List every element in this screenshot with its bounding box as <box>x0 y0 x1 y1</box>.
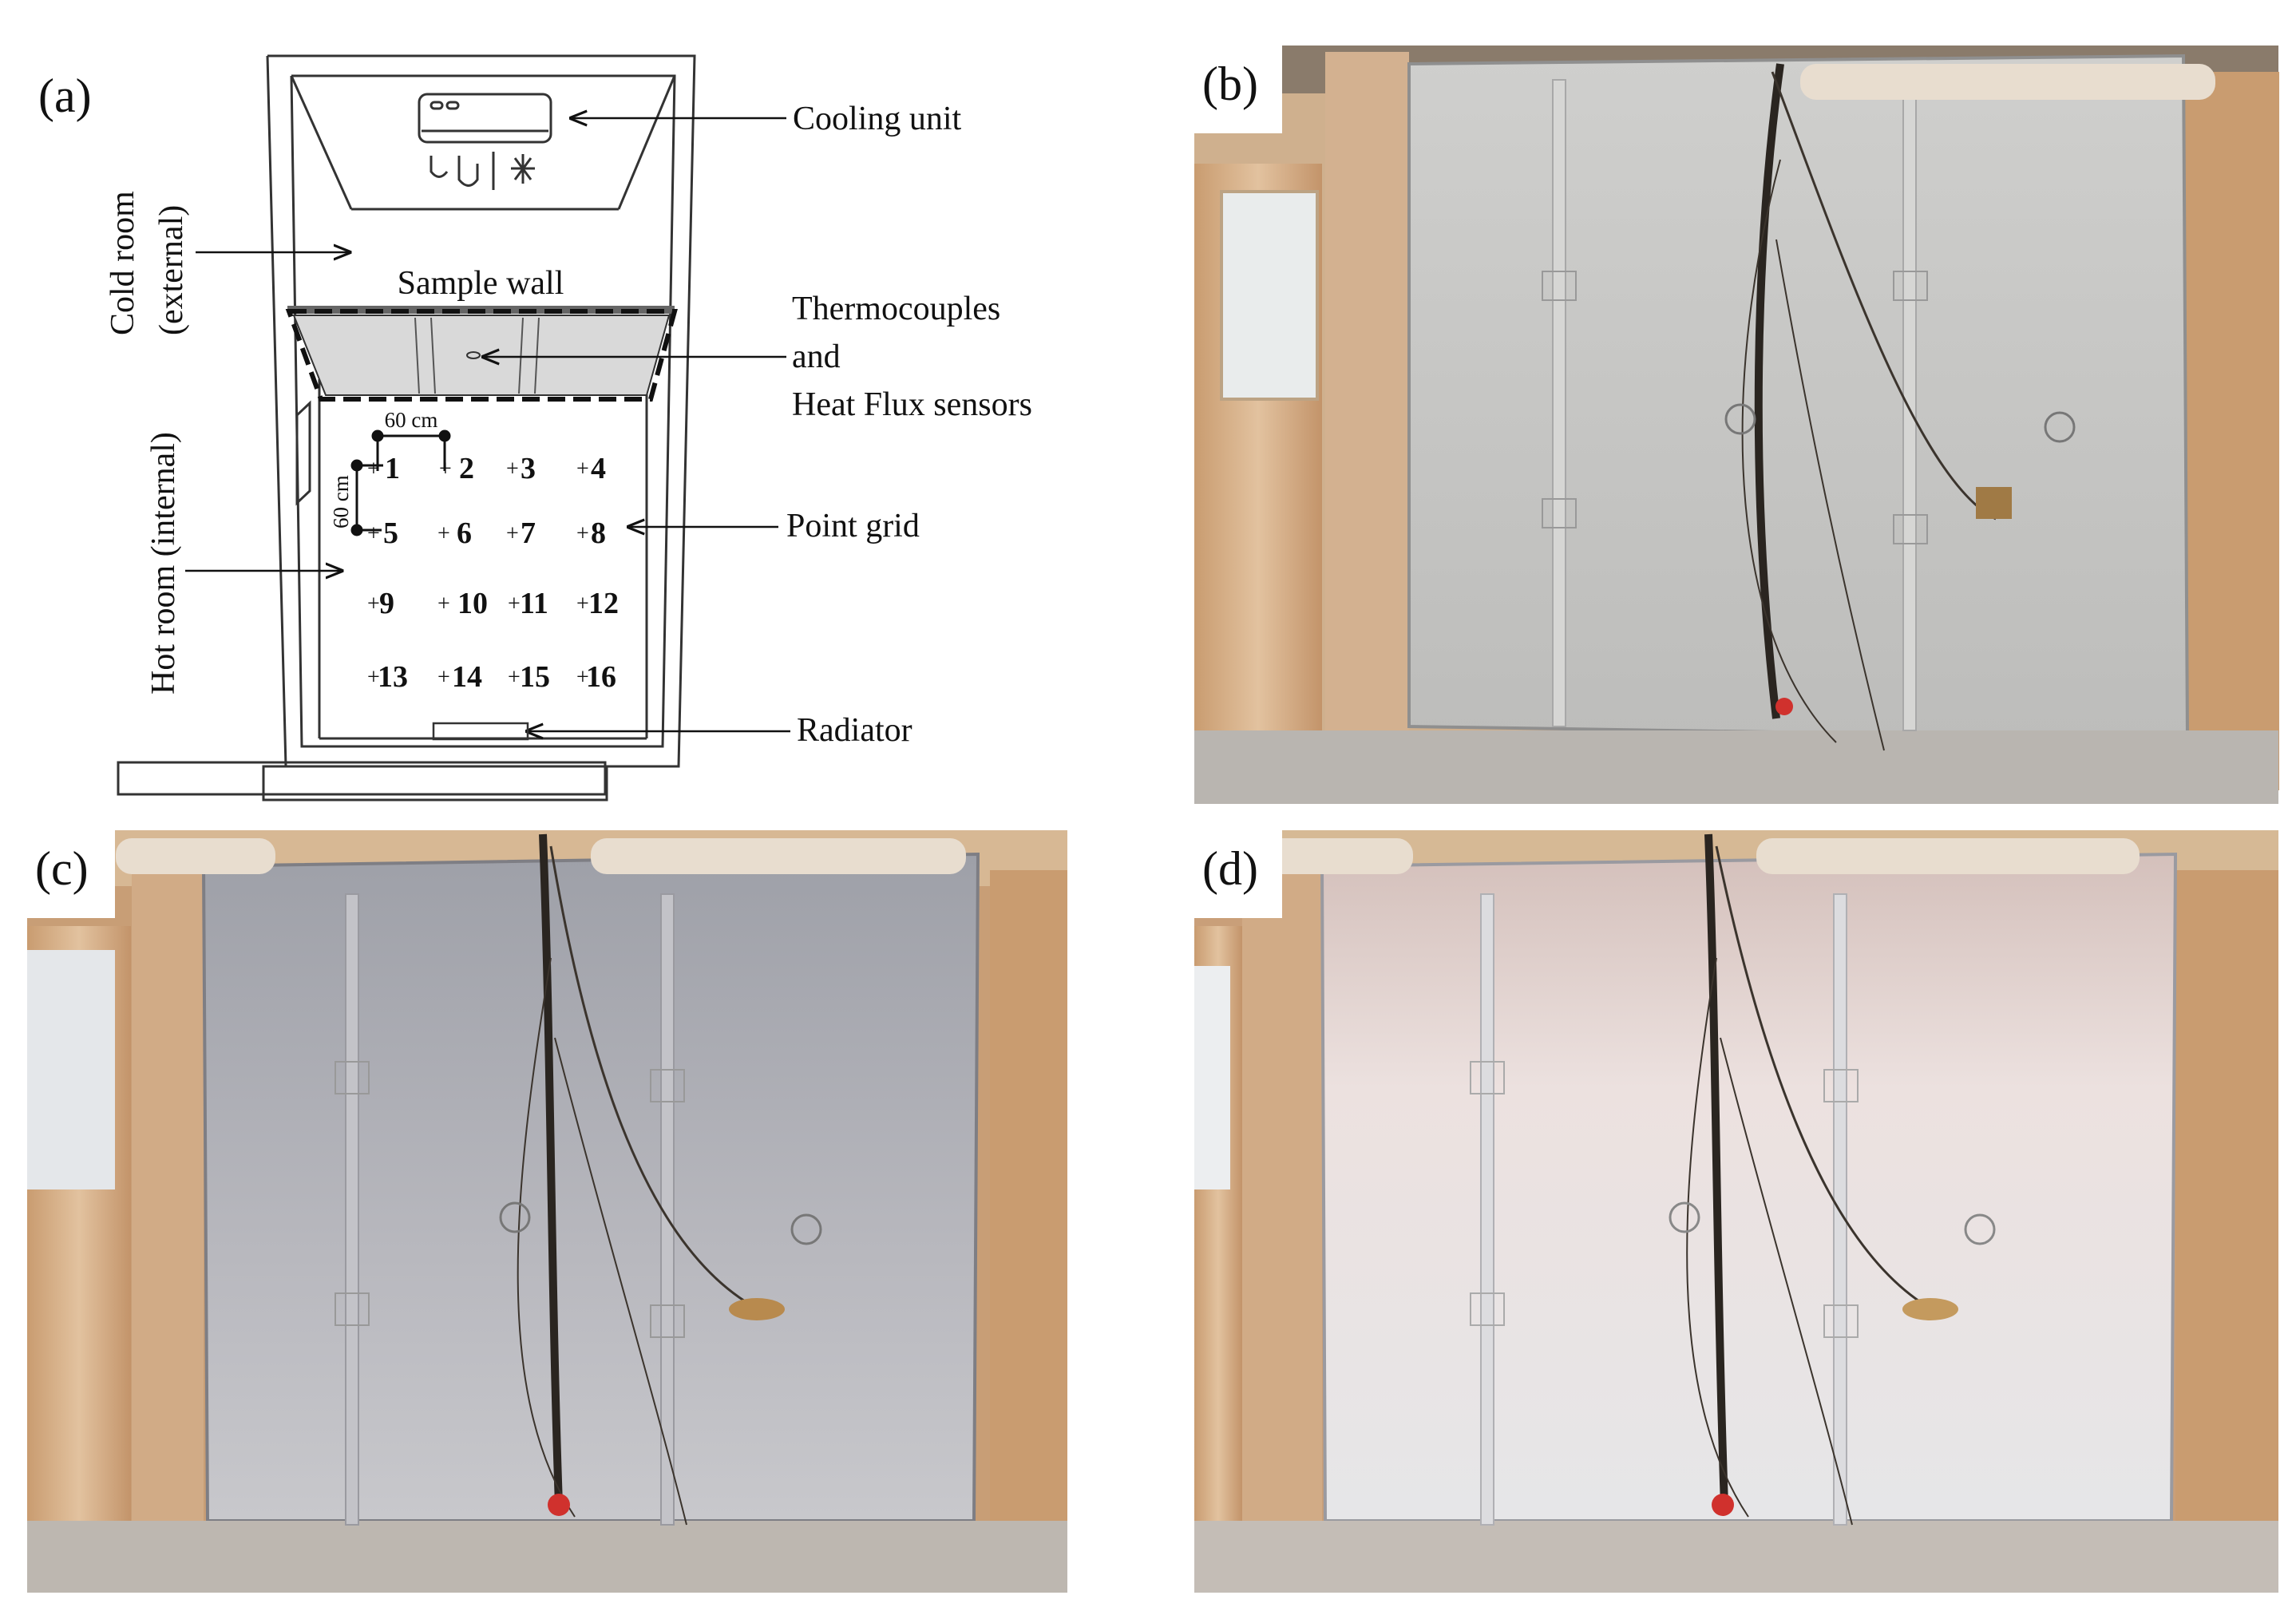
cooling-unit-label: Cooling unit <box>793 101 962 137</box>
point-grid-label: Point grid <box>786 508 920 544</box>
cooling-unit-icon <box>418 93 552 190</box>
svg-text:+: + <box>437 521 450 546</box>
sensor-red-dot-c <box>548 1494 570 1516</box>
svg-text:+: + <box>367 665 380 690</box>
point-grid: +1 +2 +3 +4 +5 +6 +7 +8 +9 +10 +11 +12 +… <box>367 452 619 694</box>
svg-text:+: + <box>437 592 450 616</box>
grid-point-8: +8 <box>576 517 606 550</box>
dim-horizontal-label: 60 cm <box>385 408 438 432</box>
svg-text:+: + <box>576 665 589 690</box>
cold-room-label-line2: (external) <box>153 205 190 335</box>
dimension-markers <box>350 429 451 536</box>
svg-text:5: 5 <box>383 517 398 550</box>
grid-point-16: +16 <box>576 660 616 694</box>
svg-text:3: 3 <box>521 452 536 485</box>
svg-text:12: 12 <box>588 587 619 620</box>
cold-room-label-line1: Cold room <box>105 191 141 335</box>
panel-a-label: (a) <box>38 69 92 122</box>
grid-point-11: +11 <box>508 587 548 620</box>
sensor-red-dot-d <box>1712 1494 1734 1516</box>
sensor-red-dot-b <box>1775 698 1793 715</box>
hot-room-label: Hot room (internal) <box>145 432 182 695</box>
sample-wall-label: Sample wall <box>398 265 564 302</box>
grid-point-1: +1 <box>367 452 400 485</box>
svg-text:8: 8 <box>591 517 606 550</box>
panel-c-photo: (c) <box>27 830 1067 1593</box>
panel-b-label: (b) <box>1202 57 1258 110</box>
room-outline <box>117 54 696 802</box>
svg-text:11: 11 <box>520 587 548 620</box>
radiator-shape <box>432 722 529 741</box>
grid-point-14: +14 <box>437 660 482 694</box>
grid-point-12: +12 <box>576 587 619 620</box>
thermocouples-label-line3: Heat Flux sensors <box>792 386 1032 423</box>
svg-text:4: 4 <box>591 452 606 485</box>
sample-wall-shape <box>285 306 678 402</box>
svg-text:2: 2 <box>459 452 474 485</box>
grid-point-5: +5 <box>367 517 398 550</box>
svg-text:+: + <box>506 457 519 481</box>
panel-d-photo: (d) <box>1194 830 2278 1593</box>
grid-point-7: +7 <box>506 517 536 550</box>
dim-vertical-label: 60 cm <box>329 475 353 528</box>
grid-point-2: +2 <box>439 452 474 485</box>
svg-text:+: + <box>508 592 521 616</box>
radiator-label: Radiator <box>797 712 912 749</box>
svg-text:+: + <box>367 521 380 546</box>
svg-text:6: 6 <box>457 517 472 550</box>
grid-point-15: +15 <box>508 660 550 694</box>
grid-point-3: +3 <box>506 452 536 485</box>
panel-b-photo: (b) <box>1194 46 2279 804</box>
panel-a-diagram: (a) <box>38 54 1032 802</box>
grid-point-13: +13 <box>367 660 408 694</box>
svg-text:7: 7 <box>521 517 536 550</box>
thermocouples-label-line2: and <box>792 338 841 375</box>
svg-text:+: + <box>367 592 380 616</box>
svg-text:+: + <box>506 521 519 546</box>
panel-d-label: (d) <box>1202 842 1258 895</box>
panel-c-label: (c) <box>35 842 89 895</box>
svg-text:+: + <box>437 665 450 690</box>
thermocouples-label-line1: Thermocouples <box>792 291 1000 327</box>
svg-text:+: + <box>367 457 380 481</box>
svg-text:10: 10 <box>457 587 488 620</box>
grid-point-4: +4 <box>576 452 606 485</box>
grid-point-9: +9 <box>367 587 394 620</box>
svg-text:+: + <box>576 521 589 546</box>
svg-text:+: + <box>508 665 521 690</box>
svg-text:1: 1 <box>385 452 400 485</box>
grid-point-6: +6 <box>437 517 472 550</box>
svg-text:14: 14 <box>452 660 482 694</box>
svg-text:13: 13 <box>378 660 408 694</box>
svg-text:9: 9 <box>379 587 394 620</box>
svg-text:+: + <box>576 457 589 481</box>
svg-text:+: + <box>576 592 589 616</box>
svg-text:+: + <box>439 457 452 481</box>
svg-text:15: 15 <box>520 660 550 694</box>
svg-text:16: 16 <box>586 660 616 694</box>
grid-point-10: +10 <box>437 587 488 620</box>
